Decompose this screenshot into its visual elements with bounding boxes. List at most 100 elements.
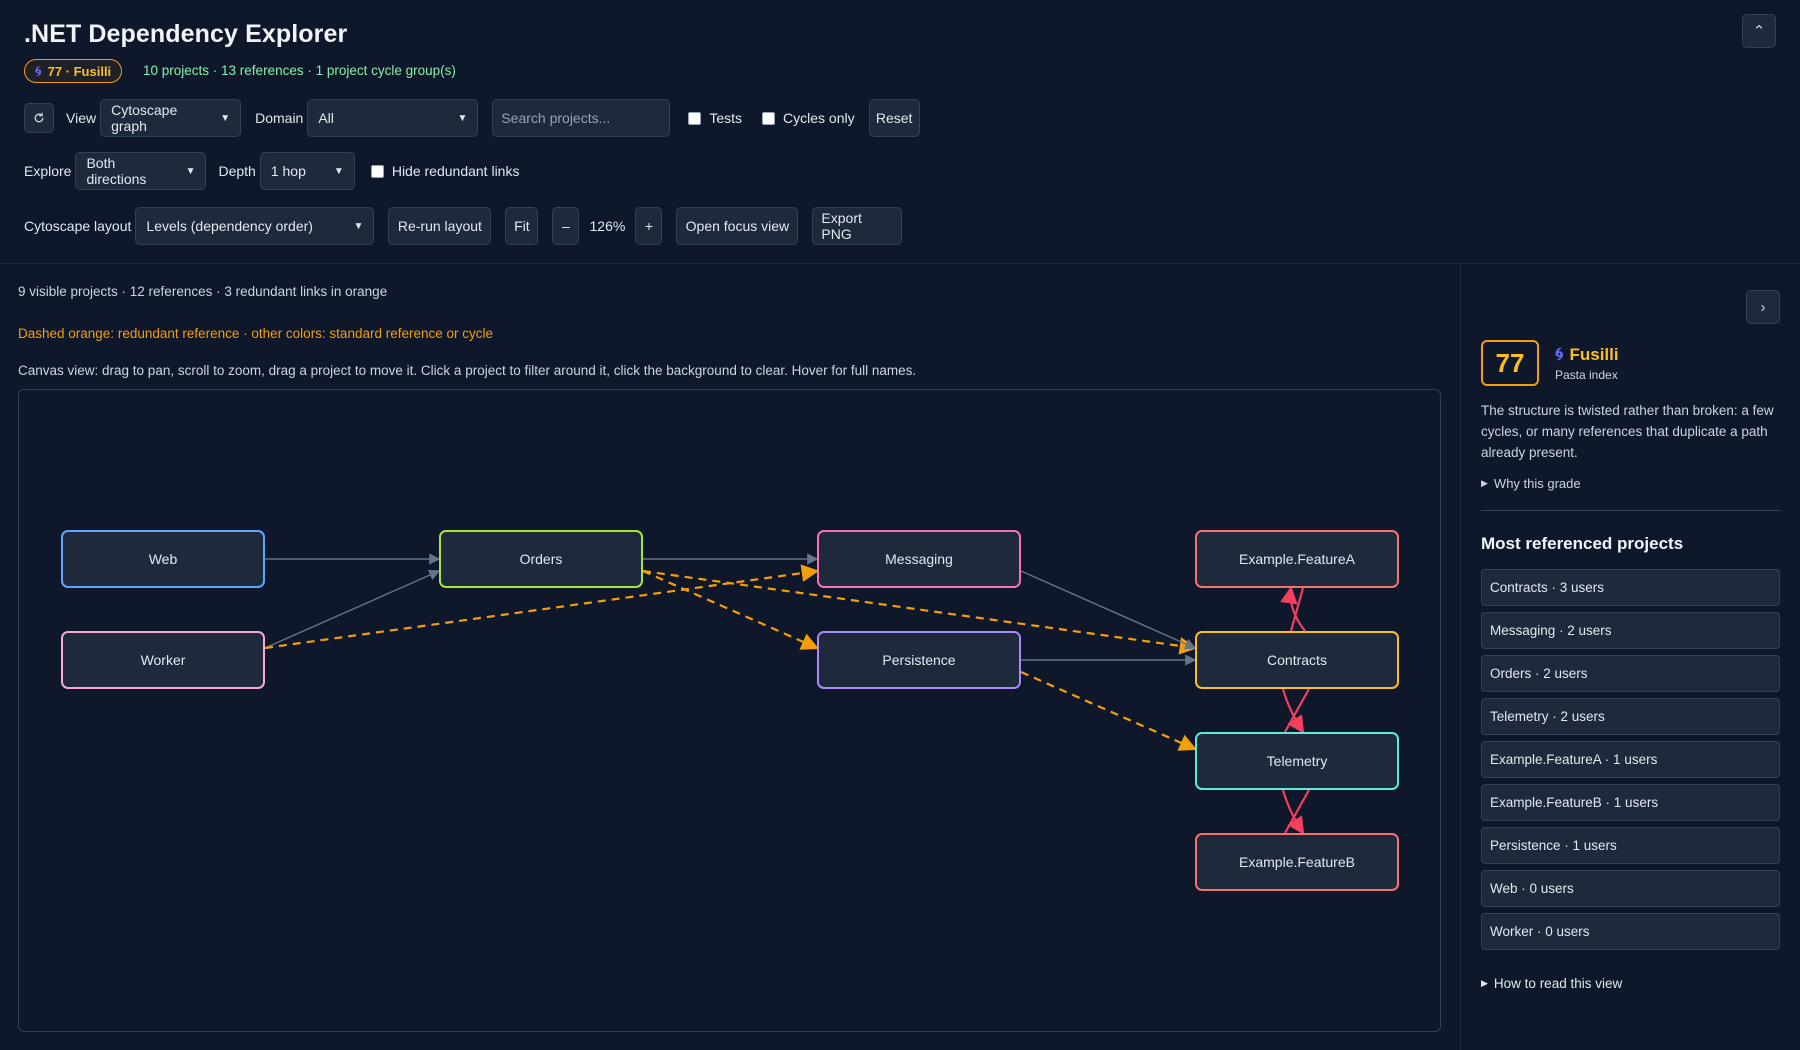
legend-text: Dashed orange: redundant reference · oth… <box>18 326 494 341</box>
list-item[interactable]: Example.FeatureB · 1 users <box>1481 784 1780 821</box>
edge-cycle-return <box>1284 789 1310 834</box>
collapse-header-button[interactable]: ⌃ <box>1742 14 1776 48</box>
graph-node-persistence[interactable]: Persistence <box>817 631 1021 689</box>
graph-node-telemetry[interactable]: Telemetry <box>1195 732 1399 790</box>
hide-redundant-checkbox-box[interactable] <box>370 164 384 178</box>
list-item[interactable]: Web · 0 users <box>1481 870 1780 907</box>
depth-select-value: 1 hop <box>270 163 306 179</box>
fit-button[interactable]: Fit <box>505 207 539 245</box>
open-focus-view-button[interactable]: Open focus view <box>676 207 799 245</box>
list-item[interactable]: Telemetry · 2 users <box>1481 698 1780 735</box>
edge-telemetry-featureB <box>1281 789 1305 835</box>
explore-select-value: Both directions <box>86 155 147 187</box>
rerun-layout-button[interactable]: Re-run layout <box>388 207 492 245</box>
graph-node-messaging[interactable]: Messaging <box>817 530 1021 588</box>
chevron-down-icon: ▼ <box>353 220 364 232</box>
domain-select-value: All <box>318 110 334 126</box>
edge-persistence-telemetry <box>1020 670 1198 751</box>
cycles-only-label: Cycles only <box>783 110 855 126</box>
refresh-button[interactable] <box>24 103 54 133</box>
grade-description: The structure is twisted rather than bro… <box>1481 403 1774 460</box>
edge-contracts-telemetry <box>1281 688 1305 734</box>
graph-node-worker[interactable]: Worker <box>61 631 265 689</box>
explore-select[interactable]: Both directions ▼ <box>75 152 207 190</box>
page-title: .NET Dependency Explorer <box>24 20 348 48</box>
header: .NET Dependency Explorer ⌃ 🌀︎ 77 · Fusil… <box>0 0 1800 264</box>
hide-redundant-label: Hide redundant links <box>391 163 520 179</box>
toolbar-row-1: View Cytoscape graph ▼ Domain All ▼ Search… <box>24 99 920 137</box>
triangle-right-icon: ▶ <box>1481 978 1488 988</box>
layout-label: Cytoscape layout <box>24 218 132 234</box>
edge-orders-persistence <box>642 569 820 650</box>
zoom-level: 126% <box>589 218 626 234</box>
grade-badge: 🌀︎ 77 · Fusilli <box>24 59 123 83</box>
tests-checkbox-box[interactable] <box>688 111 702 125</box>
hide-redundant-checkbox[interactable]: Hide redundant links <box>370 163 520 179</box>
graph-node-contracts[interactable]: Contracts <box>1195 631 1399 689</box>
zoom-out-button[interactable]: – <box>552 207 580 245</box>
chevron-down-icon: ▼ <box>457 112 468 124</box>
edge-worker-orders <box>264 569 441 649</box>
domain-label: Domain <box>255 110 304 126</box>
graph-summary: 10 projects · 13 references · 1 project … <box>143 63 456 78</box>
chevron-up-icon: ⌃ <box>1752 23 1766 40</box>
list-item[interactable]: Worker · 0 users <box>1481 913 1780 950</box>
search-placeholder: Search projects... <box>501 110 611 126</box>
search-input[interactable]: Search projects... <box>492 99 671 137</box>
edge-cycle-return <box>1289 587 1305 632</box>
list-item[interactable]: Persistence · 1 users <box>1481 827 1780 864</box>
reset-button[interactable]: Reset <box>868 99 920 137</box>
list-item[interactable]: Contracts · 3 users <box>1481 569 1780 606</box>
tests-checkbox[interactable]: Tests <box>688 110 742 126</box>
graph-node-orders[interactable]: Orders <box>439 530 643 588</box>
edge-worker-messaging <box>264 564 820 650</box>
divider <box>1481 510 1781 511</box>
domain-select[interactable]: All ▼ <box>307 99 479 137</box>
depth-select[interactable]: 1 hop ▼ <box>259 152 355 190</box>
edge-messaging-contracts <box>1020 570 1197 650</box>
view-label: View <box>66 110 97 126</box>
graph-node-featureB[interactable]: Example.FeatureB <box>1195 833 1399 891</box>
score-box: 77 <box>1481 340 1539 386</box>
how-to-read-label: How to read this view <box>1493 976 1623 991</box>
spiral-icon: 🌀︎ <box>1555 344 1564 364</box>
edge-orders-contracts <box>642 569 1198 655</box>
view-select-value: Cytoscape graph <box>111 102 178 134</box>
layout-select[interactable]: Levels (dependency order) ▼ <box>135 207 375 245</box>
chevron-down-icon: ▼ <box>220 112 231 124</box>
graph-node-featureA[interactable]: Example.FeatureA <box>1195 530 1399 588</box>
grade-name: Fusilli <box>1569 344 1619 364</box>
grade-subtitle: Pasta index <box>1555 368 1618 382</box>
view-select[interactable]: Cytoscape graph ▼ <box>100 99 242 137</box>
toolbar-row-2: Explore Both directions▼ Depth 1 hop▼ Hi… <box>24 152 519 190</box>
refresh-icon <box>34 112 44 123</box>
zoom-in-button[interactable]: + <box>635 207 663 245</box>
export-png-button[interactable]: Export PNG <box>812 207 903 245</box>
spiral-icon: 🌀︎ <box>35 62 42 79</box>
canvas-help: Canvas view: drag to pan, scroll to zoom… <box>18 363 917 378</box>
graph-edges <box>264 553 1310 835</box>
layout-select-value: Levels (dependency order) <box>146 218 313 234</box>
edge-cycle-return <box>1284 688 1310 733</box>
how-to-read-toggle[interactable]: ▶ How to read this view <box>1481 976 1622 991</box>
collapse-sidebar-button[interactable]: › <box>1746 290 1780 324</box>
graph-node-web[interactable]: Web <box>61 530 265 588</box>
chevron-down-icon: ▼ <box>333 165 344 177</box>
edge-contracts-featureA <box>1280 585 1306 632</box>
depth-label: Depth <box>218 163 256 179</box>
grade-badge-label: 77 · Fusilli <box>47 63 112 79</box>
chevron-down-icon: ▼ <box>185 165 196 177</box>
tests-label: Tests <box>709 110 743 126</box>
cycles-only-checkbox[interactable]: Cycles only <box>762 110 855 126</box>
list-item[interactable]: Example.FeatureA · 1 users <box>1481 741 1780 778</box>
why-grade-toggle[interactable]: ▶ Why this grade <box>1481 476 1581 491</box>
cycles-only-checkbox-box[interactable] <box>762 111 776 125</box>
list-item[interactable]: Messaging · 2 users <box>1481 612 1780 649</box>
toolbar-row-3: Cytoscape layout Levels (dependency orde… <box>24 207 903 245</box>
grade-title: 🌀︎ Fusilli <box>1555 344 1619 365</box>
chevron-right-icon: › <box>1760 298 1766 316</box>
list-item[interactable]: Orders · 2 users <box>1481 655 1780 692</box>
most-referenced-list: Contracts · 3 users Messaging · 2 users … <box>1481 569 1780 956</box>
most-referenced-title: Most referenced projects <box>1481 534 1684 553</box>
